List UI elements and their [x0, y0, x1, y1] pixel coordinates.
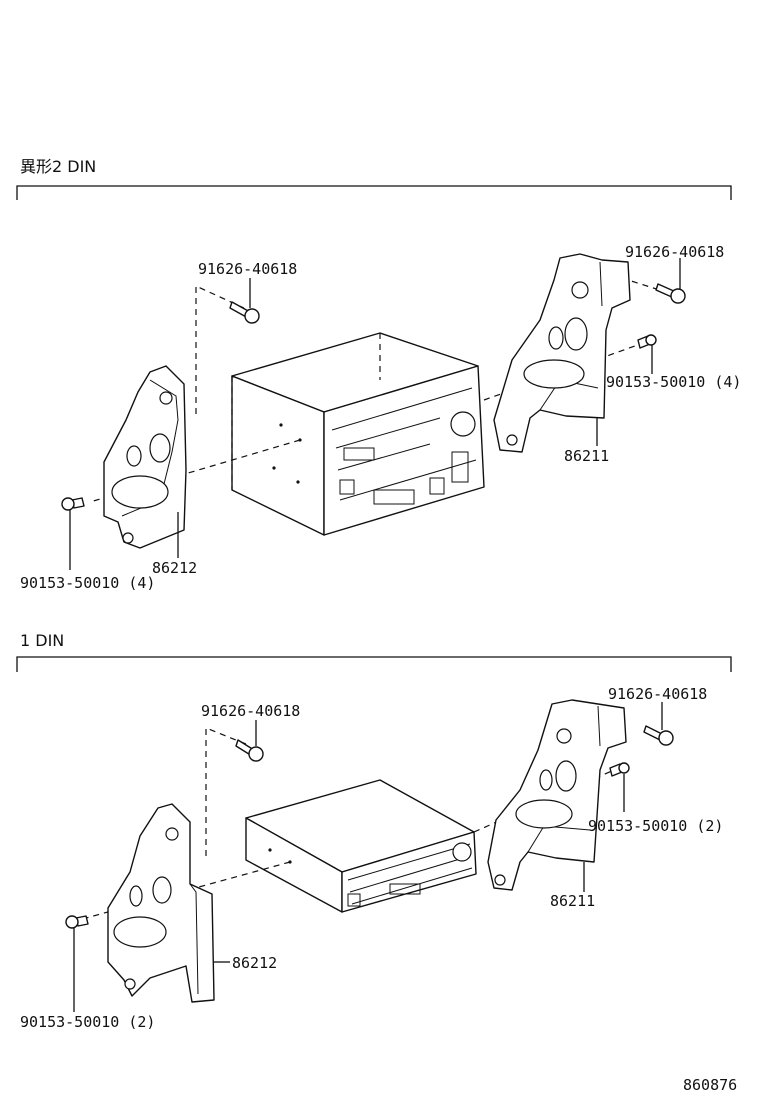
label-bolt-right-2din: 91626-40618 — [625, 243, 724, 261]
radio-unit-2din — [231, 332, 485, 536]
label-screw-right-2din: 90153-50010 (4) — [606, 373, 741, 391]
section-bracket-1din — [16, 656, 732, 672]
section-title-1din: 1 DIN — [20, 631, 64, 650]
bolt-91626-1din-left — [235, 739, 264, 762]
left-bracket-86212-2din — [103, 365, 187, 549]
label-screw-left-2din: 90153-50010 (4) — [20, 574, 155, 592]
screw-90153-1din-left — [65, 915, 89, 929]
right-bracket-86211-1din — [487, 699, 627, 891]
bolt-91626-1din-right — [643, 725, 674, 746]
label-screw-left-1din: 90153-50010 (2) — [20, 1013, 155, 1031]
label-bracket-left-2din: 86212 — [152, 559, 197, 577]
screw-90153-2din-left — [61, 497, 85, 511]
label-bracket-right-2din: 86211 — [564, 447, 609, 465]
label-bolt-left-2din: 91626-40618 — [198, 260, 297, 278]
screw-90153-1din-right — [609, 762, 630, 777]
label-bracket-right-1din: 86211 — [550, 892, 595, 910]
radio-unit-1din — [245, 779, 477, 913]
bolt-91626-2din-right — [655, 283, 686, 304]
screw-90153-2din-right — [637, 334, 657, 349]
bolt-91626-2din-left — [229, 301, 260, 324]
section-bracket-2din — [16, 185, 732, 200]
right-bracket-86211-2din — [493, 253, 631, 453]
section-title-2din: 異形2 DIN — [20, 157, 96, 176]
diagram-code: 860876 — [683, 1076, 737, 1094]
left-bracket-86212-1din — [107, 803, 215, 1003]
label-bolt-left-1din: 91626-40618 — [201, 702, 300, 720]
label-screw-right-1din: 90153-50010 (2) — [588, 817, 723, 835]
label-bracket-left-1din: 86212 — [232, 954, 277, 972]
label-bolt-right-1din: 91626-40618 — [608, 685, 707, 703]
